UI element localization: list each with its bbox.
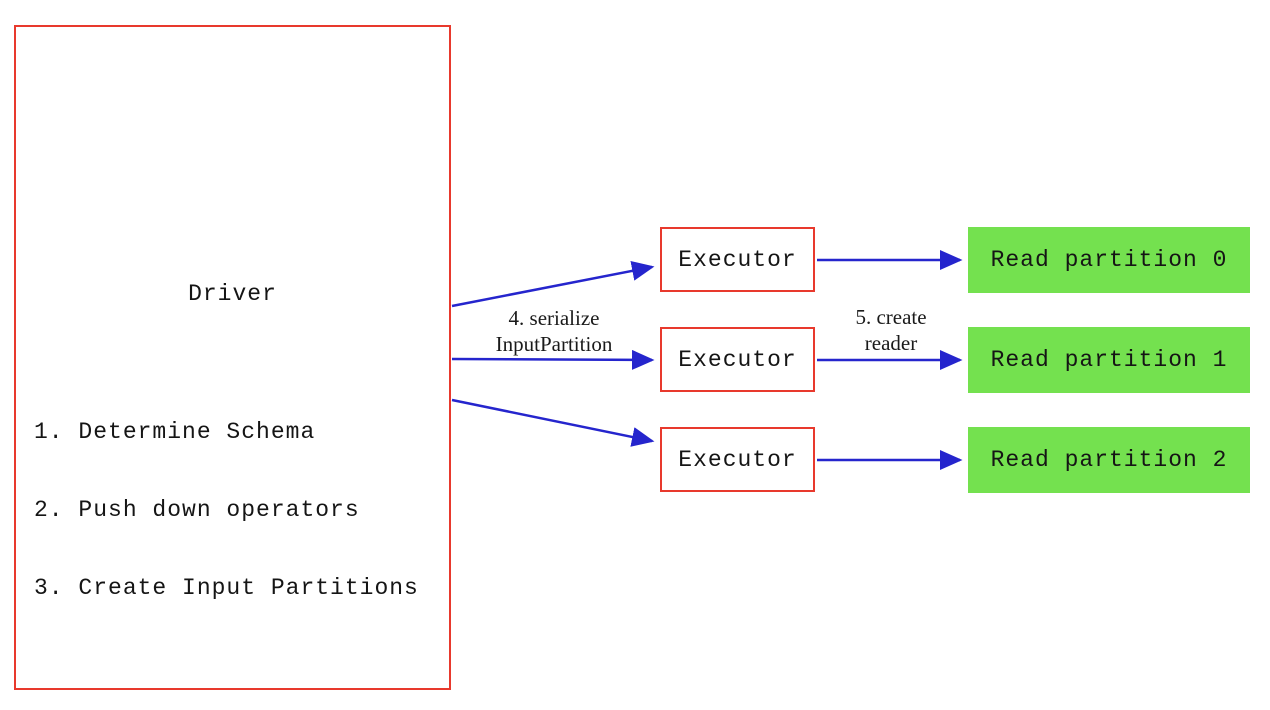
driver-step-1: 1. Determine Schema <box>34 419 316 445</box>
read-partition-1-label: Read partition 1 <box>990 347 1228 373</box>
driver-title: Driver <box>188 281 277 307</box>
executor-box-0: Executor <box>660 227 815 292</box>
executor-2-label: Executor <box>678 446 797 473</box>
driver-steps-list: 1. Determine Schema 2. Push down operato… <box>34 367 419 653</box>
edge-label-create-reader: 5. create reader <box>855 305 927 355</box>
driver-box: Driver 1. Determine Schema 2. Push down … <box>14 25 451 690</box>
edge-label-serialize-inputpartition: 4. serialize InputPartition <box>495 306 613 356</box>
executor-box-2: Executor <box>660 427 815 492</box>
arrow-driver-to-executor-0 <box>451 261 655 308</box>
executor-1-label: Executor <box>678 346 797 373</box>
read-partition-0-box: Read partition 0 <box>968 227 1250 293</box>
driver-step-3: 3. Create Input Partitions <box>34 575 419 601</box>
read-partition-2-label: Read partition 2 <box>990 447 1228 473</box>
arrow-driver-to-executor-1 <box>451 349 655 370</box>
read-partition-0-label: Read partition 0 <box>990 247 1228 273</box>
arrow-driver-to-executor-2 <box>451 398 655 447</box>
read-partition-2-box: Read partition 2 <box>968 427 1250 493</box>
executor-0-label: Executor <box>678 246 797 273</box>
executor-box-1: Executor <box>660 327 815 392</box>
driver-step-2: 2. Push down operators <box>34 497 360 523</box>
read-partition-1-box: Read partition 1 <box>968 327 1250 393</box>
